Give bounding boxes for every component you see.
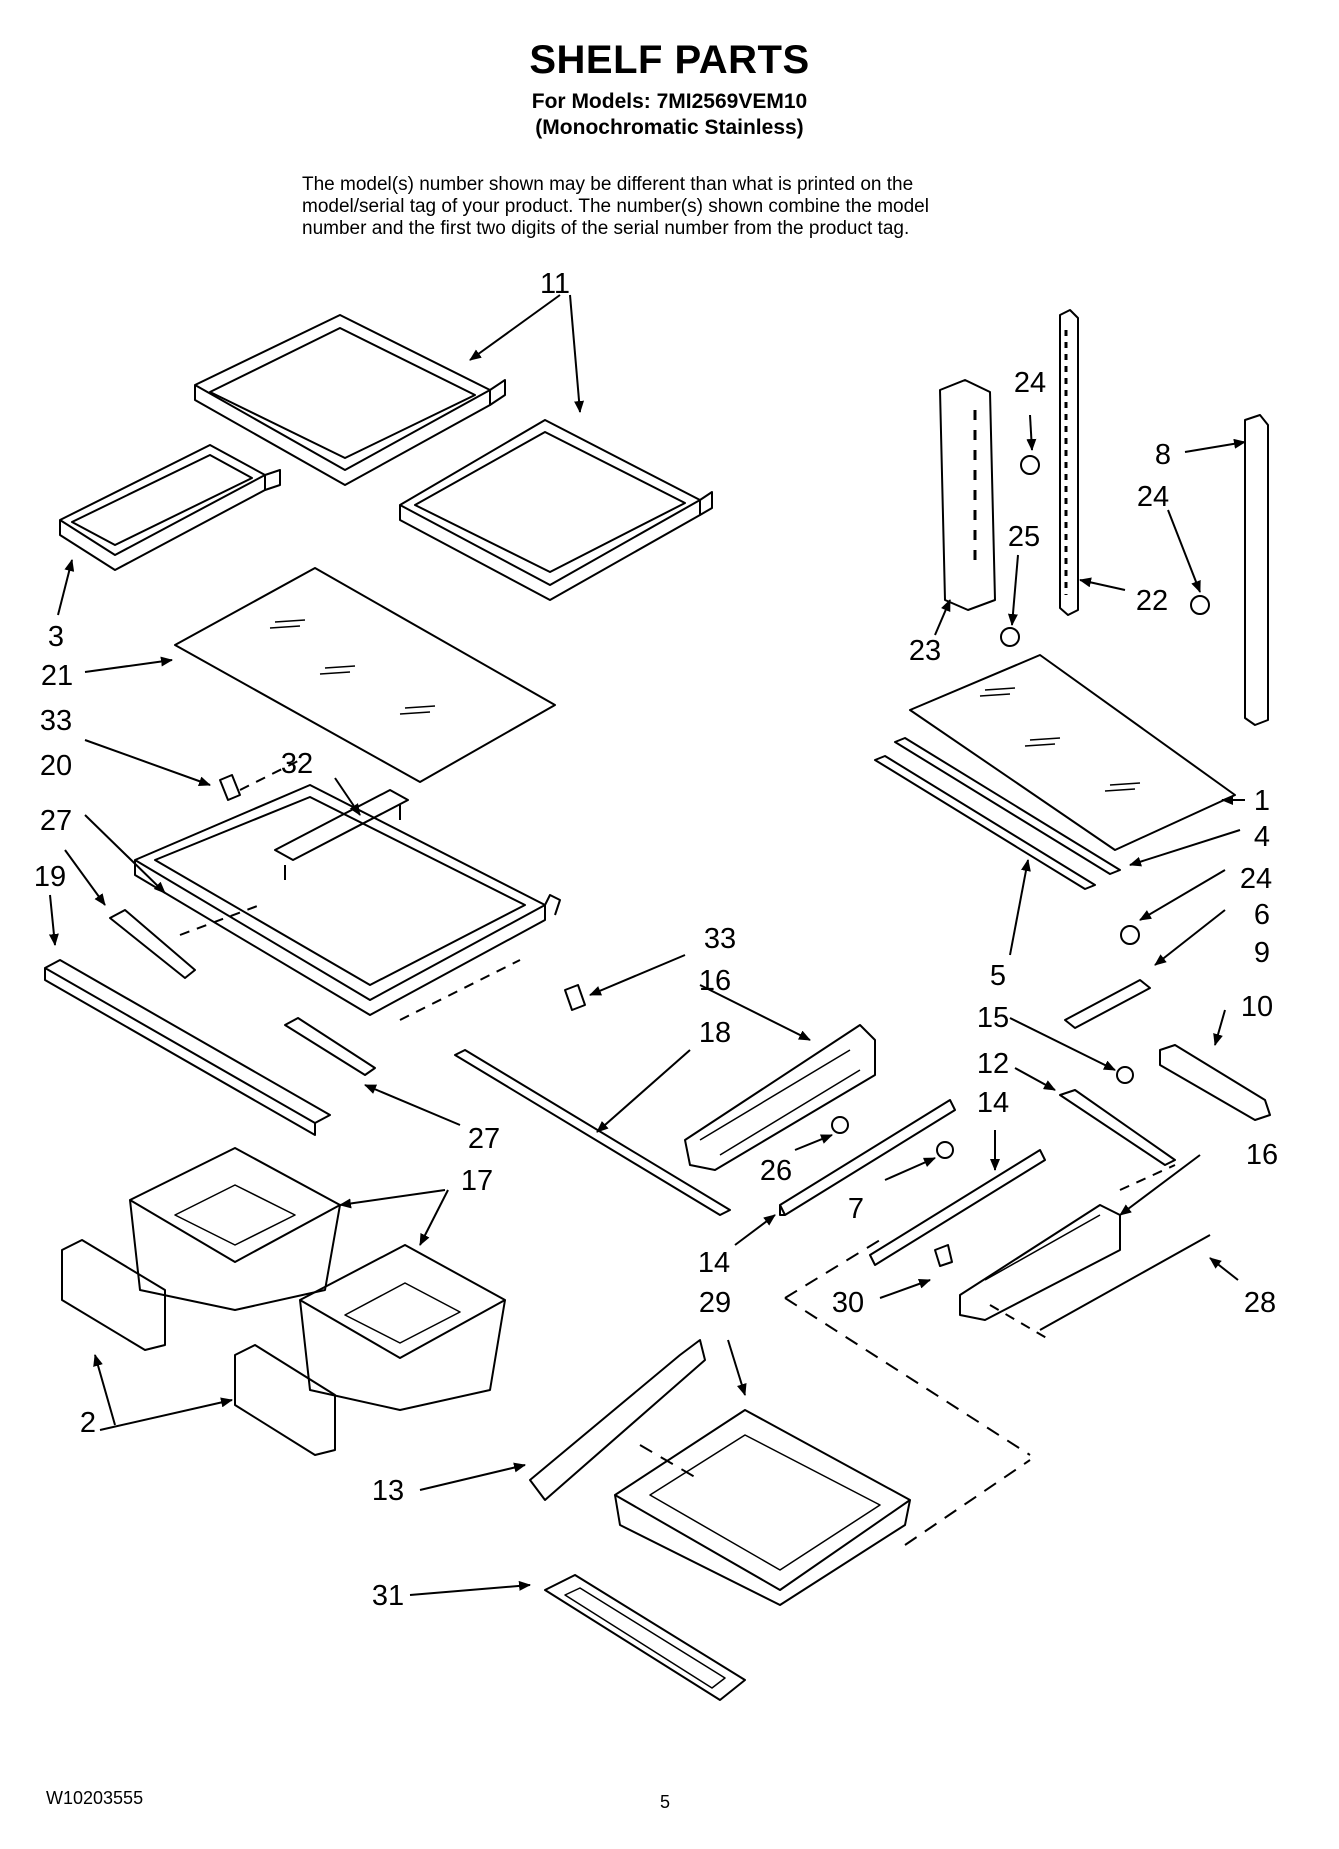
part-bracket-guide-line <box>989 1304 1051 1341</box>
callout-28: 28 <box>1244 1287 1276 1319</box>
callout-25: 25 <box>1008 521 1040 553</box>
part-slide-14-left <box>779 1099 956 1216</box>
callout-1: 1 <box>1254 785 1270 817</box>
part-bracket-16-left <box>684 1024 876 1171</box>
part-slide-14-right <box>869 1149 1046 1266</box>
callout-7: 7 <box>848 1193 864 1225</box>
callout-16-a: 16 <box>699 965 731 997</box>
callout-19: 19 <box>34 861 66 893</box>
part-upright-8 <box>1244 414 1269 726</box>
part-shelf-11-left <box>194 314 506 486</box>
callout-33-b: 33 <box>704 923 736 955</box>
model-number-note: The model(s) number shown may be differe… <box>302 174 1122 240</box>
callout-15: 15 <box>977 1002 1009 1034</box>
note-line-2: model/serial tag of your product. The nu… <box>302 196 929 217</box>
callout-13: 13 <box>372 1475 404 1507</box>
callout-20: 20 <box>40 750 72 782</box>
part-rail-12 <box>1059 1089 1176 1166</box>
part-bracket-10 <box>1159 1044 1271 1121</box>
part-shelf-3 <box>59 444 281 571</box>
callout-9: 9 <box>1254 937 1270 969</box>
part-clip-27-right <box>284 1017 376 1076</box>
part-bracket-16-right <box>959 1204 1121 1321</box>
models-line: For Models: 7MI2569VEM10 <box>531 90 808 113</box>
part-trim-4 <box>894 737 1121 875</box>
part-crisper-17-left <box>129 1147 341 1311</box>
part-rail-19 <box>44 959 331 1136</box>
part-glass-shelf-1 <box>909 654 1236 851</box>
callout-3: 3 <box>48 621 64 653</box>
part-upright-22 <box>1059 309 1079 616</box>
part-wire-28 <box>1039 1234 1211 1331</box>
callout-24-a: 24 <box>1014 367 1046 399</box>
part-cap-9 <box>1064 979 1151 1029</box>
part-screw-15 <box>1116 1066 1134 1084</box>
callout-14-a: 14 <box>977 1087 1009 1119</box>
part-clip-33-top <box>219 774 241 801</box>
note-line-3: number and the first two digits of the s… <box>302 218 910 239</box>
callout-16-b: 16 <box>1246 1139 1278 1171</box>
callout-31: 31 <box>372 1580 404 1612</box>
callout-12: 12 <box>977 1048 1009 1080</box>
part-cover-2-right <box>234 1344 336 1456</box>
part-divider-13 <box>529 1339 706 1501</box>
part-screw-6 <box>1120 925 1140 945</box>
part-trim-5 <box>874 755 1096 890</box>
callout-33-a: 33 <box>40 705 72 737</box>
callout-14-b: 14 <box>698 1247 730 1279</box>
part-glass-shelf-21 <box>174 567 556 783</box>
callout-27-b: 27 <box>468 1123 500 1155</box>
part-pan-29 <box>614 1409 911 1606</box>
assembly-line-pan <box>639 1444 1031 1546</box>
callout-5: 5 <box>990 960 1006 992</box>
part-screw-24-right <box>1190 595 1210 615</box>
part-shelf-11-right <box>399 419 713 601</box>
callout-24-c: 24 <box>1240 863 1272 895</box>
callout-8: 8 <box>1155 439 1171 471</box>
callout-30: 30 <box>832 1287 864 1319</box>
part-screw-26 <box>831 1116 849 1134</box>
part-upright-23 <box>939 379 996 611</box>
note-line-1: The model(s) number shown may be differe… <box>302 174 914 195</box>
callout-18: 18 <box>699 1017 731 1049</box>
callout-2: 2 <box>80 1407 96 1439</box>
part-cover-2-left <box>61 1239 166 1351</box>
part-crisper-17-right <box>299 1244 506 1411</box>
callout-27-a: 27 <box>40 805 72 837</box>
part-bracket-10-guide-line <box>1119 1164 1176 1191</box>
part-screw-24-top <box>1020 455 1040 475</box>
part-clip-33-bottom <box>564 984 586 1011</box>
part-rod-18 <box>454 1049 731 1216</box>
part-screw-7 <box>936 1141 954 1159</box>
callout-10: 10 <box>1241 991 1273 1023</box>
assembly-line-left <box>784 1239 1031 1456</box>
callout-29: 29 <box>699 1287 731 1319</box>
page-title: SHELF PARTS <box>529 38 810 82</box>
part-cover-31 <box>544 1574 746 1701</box>
part-clip-27-left <box>109 909 196 979</box>
callout-6: 6 <box>1254 899 1270 931</box>
callout-leaders <box>48 294 1246 1596</box>
callout-4: 4 <box>1254 821 1270 853</box>
callout-22: 22 <box>1136 585 1168 617</box>
callout-24-b: 24 <box>1137 481 1169 513</box>
callout-26: 26 <box>760 1155 792 1187</box>
callout-labels: 11 24 8 24 25 22 23 3 21 33 32 20 27 19 … <box>34 268 1278 1612</box>
variant-line: (Monochromatic Stainless) <box>535 116 804 139</box>
callout-32: 32 <box>281 748 313 780</box>
page-number: 5 <box>660 1792 671 1812</box>
part-screw-25 <box>1000 627 1020 647</box>
callout-11: 11 <box>540 268 570 300</box>
part-clip-30 <box>934 1244 953 1267</box>
callout-21: 21 <box>41 660 73 692</box>
part-shelf-frame-20 <box>134 759 561 1021</box>
document-number: W10203555 <box>46 1788 144 1808</box>
callout-17: 17 <box>461 1165 493 1197</box>
callout-23: 23 <box>909 635 941 667</box>
